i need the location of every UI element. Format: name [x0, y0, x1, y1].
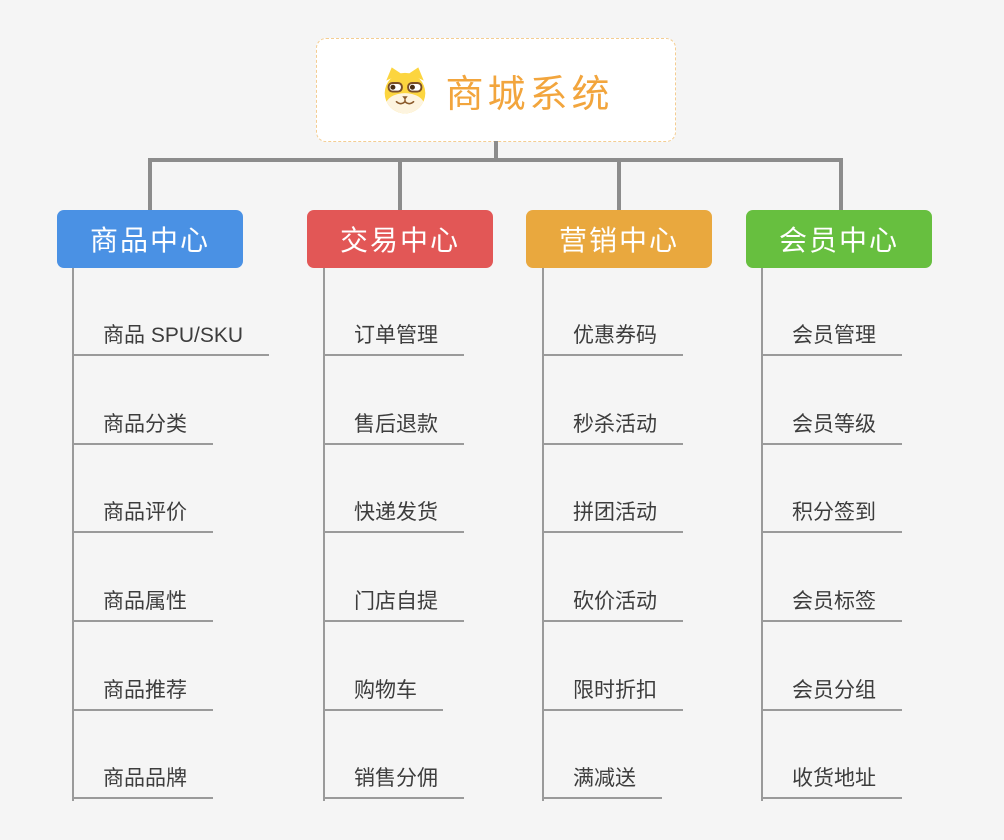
- branch-spine-line: [761, 268, 763, 801]
- root-node-mall-system[interactable]: 商城系统: [316, 38, 676, 142]
- leaf-node[interactable]: 砍价活动: [542, 588, 683, 622]
- leaf-node[interactable]: 商品评价: [72, 499, 213, 533]
- connector-drop-products: [148, 158, 152, 210]
- leaf-node[interactable]: 积分签到: [761, 499, 902, 533]
- connector-bus: [148, 158, 843, 162]
- leaf-node[interactable]: 拼团活动: [542, 499, 683, 533]
- leaf-node[interactable]: 会员管理: [761, 322, 902, 356]
- leaf-node[interactable]: 商品 SPU/SKU: [72, 322, 270, 356]
- leaf-node[interactable]: 满减送: [542, 765, 662, 799]
- leaf-column-member-center: 会员管理 会员等级 积分签到 会员标签 会员分组 收货地址: [761, 268, 1001, 808]
- branch-node-product-center[interactable]: 商品中心: [57, 210, 243, 268]
- connector-root-stub: [494, 141, 498, 162]
- branch-spine-line: [542, 268, 544, 801]
- connector-drop-members: [839, 158, 843, 210]
- leaf-node[interactable]: 快递发货: [323, 499, 464, 533]
- leaf-node[interactable]: 会员标签: [761, 588, 902, 622]
- branch-spine-line: [72, 268, 74, 801]
- root-node-title: 商城系统: [445, 73, 614, 116]
- dog-face-icon: [385, 67, 426, 114]
- leaf-node[interactable]: 售后退款: [323, 411, 464, 445]
- leaf-column-trade-center: 订单管理 售后退款 快递发货 门店自提 购物车 销售分佣: [323, 268, 563, 808]
- leaf-node[interactable]: 销售分佣: [323, 765, 464, 799]
- leaf-node[interactable]: 会员分组: [761, 677, 902, 711]
- branch-node-marketing-center[interactable]: 营销中心: [526, 210, 712, 268]
- branch-node-trade-center[interactable]: 交易中心: [307, 210, 493, 268]
- leaf-node[interactable]: 收货地址: [761, 765, 902, 799]
- leaf-node[interactable]: 会员等级: [761, 411, 902, 445]
- connector-drop-trade: [398, 158, 402, 210]
- connector-drop-marketing: [617, 158, 621, 210]
- branch-node-member-center[interactable]: 会员中心: [746, 210, 932, 268]
- leaf-node[interactable]: 购物车: [323, 677, 443, 711]
- leaf-node[interactable]: 订单管理: [323, 322, 464, 356]
- leaf-node[interactable]: 门店自提: [323, 588, 464, 622]
- leaf-column-marketing-center: 优惠券码 秒杀活动 拼团活动 砍价活动 限时折扣 满减送: [542, 268, 782, 808]
- leaf-node[interactable]: 秒杀活动: [542, 411, 683, 445]
- leaf-node[interactable]: 优惠券码: [542, 322, 683, 356]
- leaf-node[interactable]: 商品属性: [72, 588, 213, 622]
- leaf-node[interactable]: 限时折扣: [542, 677, 683, 711]
- leaf-node[interactable]: 商品推荐: [72, 677, 213, 711]
- leaf-node[interactable]: 商品分类: [72, 411, 213, 445]
- leaf-column-product-center: 商品 SPU/SKU 商品分类 商品评价 商品属性 商品推荐 商品品牌: [72, 268, 312, 808]
- leaf-node[interactable]: 商品品牌: [72, 765, 213, 799]
- branch-spine-line: [323, 268, 325, 801]
